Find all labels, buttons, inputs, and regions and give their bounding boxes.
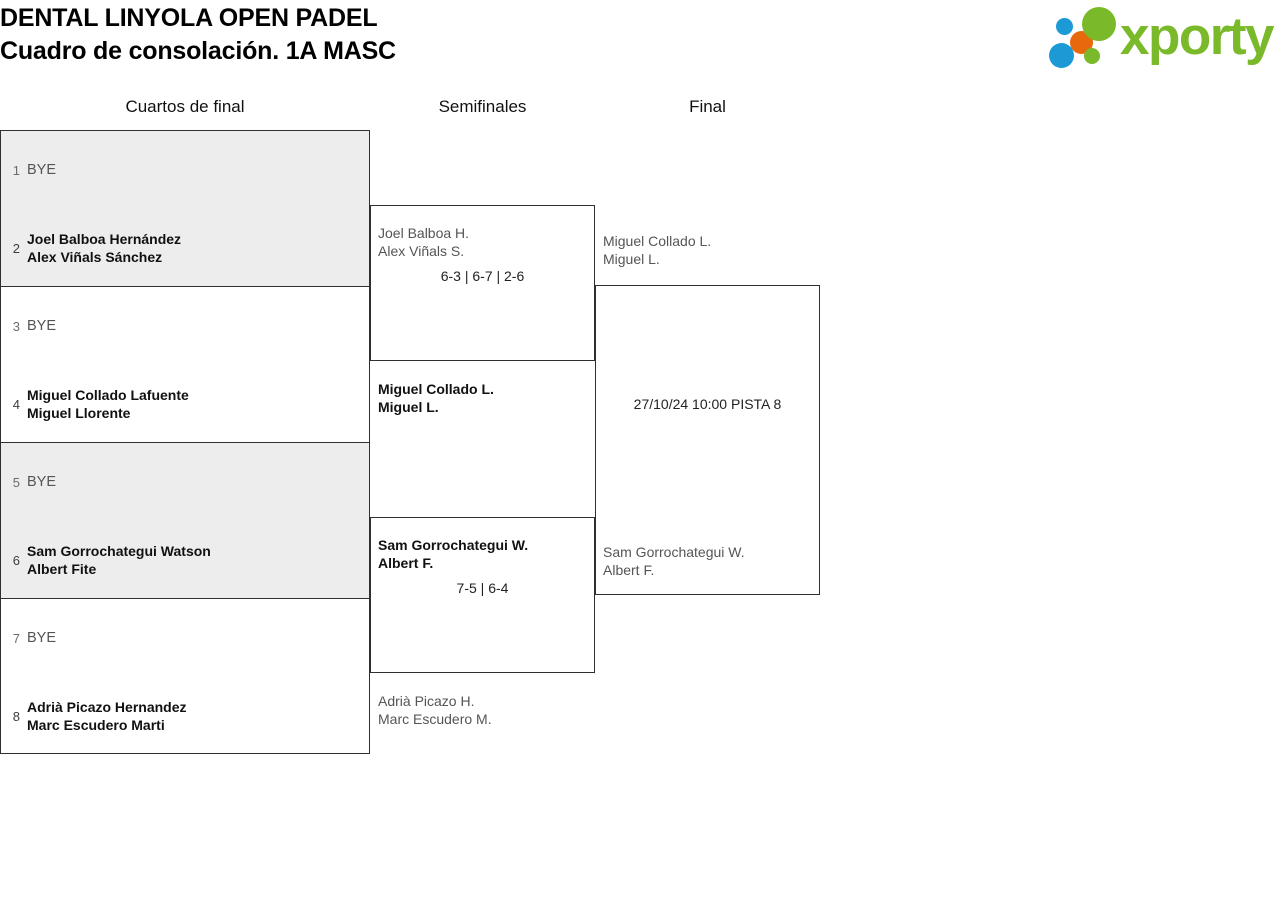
logo-dots-icon (1048, 6, 1126, 68)
semifinal-1-score: 6-3 | 6-7 | 2-6 (440, 268, 525, 284)
team-name-line-2: Miguel L. (603, 251, 660, 267)
team-name-line-1: Joel Balboa H. (378, 225, 470, 241)
final-match[interactable]: Miguel Collado L. Miguel L. 27/10/24 10:… (595, 233, 820, 595)
team-name-line-1: Miguel Collado L. (378, 381, 494, 397)
team-name-line-1: BYE (27, 162, 57, 178)
team-name-line-2: Albert F. (378, 555, 434, 571)
quarterfinal-match-1[interactable]: 1 BYE 2 Joel Balboa Hernández Alex Viñal… (0, 130, 370, 286)
team-name-block: BYE (27, 317, 56, 335)
logo-dot-blue-small-icon (1056, 18, 1073, 35)
final-team-top: Miguel Collado L. Miguel L. (603, 232, 711, 268)
quarterfinal-4-slot-top[interactable]: 7 BYE (1, 599, 371, 677)
team-name-block: Joel Balboa Hernández Alex Viñals Sánche… (27, 230, 181, 266)
seed-number: 7 (12, 630, 20, 646)
team-name-line-1: Sam Gorrochategui W. (603, 544, 745, 560)
team-name-block: BYE (27, 473, 56, 491)
semifinal-1-team-top: Joel Balboa H. Alex Viñals S. (378, 224, 469, 260)
team-name-line-2: Alex Viñals S. (378, 243, 465, 259)
team-name-line-1: BYE (27, 318, 57, 334)
xporty-logo[interactable]: xporty (1048, 4, 1276, 70)
semifinal-1-team-bottom: Miguel Collado L. Miguel L. (378, 380, 494, 416)
final-schedule: 27/10/24 10:00 PISTA 8 (633, 396, 782, 412)
team-name-line-1: Adrià Picazo H. (378, 693, 475, 709)
round-quarterfinals: 1 BYE 2 Joel Balboa Hernández Alex Viñal… (0, 130, 370, 754)
team-name-line-1: BYE (27, 630, 57, 646)
bracket: 1 BYE 2 Joel Balboa Hernández Alex Viñal… (0, 130, 1280, 770)
team-name-line-2: Marc Escudero M. (378, 711, 492, 727)
team-name-block: Sam Gorrochategui Watson Albert Fite (27, 542, 211, 578)
team-name-block: BYE (27, 629, 56, 647)
team-name-line-1: BYE (27, 474, 57, 490)
team-name-line-1: Joel Balboa Hernández (27, 231, 182, 247)
draw-title: Cuadro de consolación. 1A MASC (0, 37, 396, 65)
round-header-final: Final (689, 97, 726, 116)
quarterfinal-1-slot-top[interactable]: 1 BYE (1, 131, 371, 209)
tournament-title: DENTAL LINYOLA OPEN PADEL (0, 4, 378, 32)
round-header-semifinals: Semifinales (438, 97, 527, 116)
seed-number: 8 (12, 708, 20, 724)
team-name-line-1: Sam Gorrochategui Watson (27, 543, 211, 559)
team-name-line-2: Alex Viñals Sánchez (27, 249, 163, 265)
team-name-line-1: Adrià Picazo Hernandez (27, 699, 187, 715)
semifinal-2-team-top: Sam Gorrochategui W. Albert F. (378, 536, 528, 572)
final-team-bottom: Sam Gorrochategui W. Albert F. (603, 543, 745, 579)
quarterfinal-3-slot-bottom[interactable]: 6 Sam Gorrochategui Watson Albert Fite (1, 521, 371, 599)
semifinal-match-1[interactable]: Joel Balboa H. Alex Viñals S. 6-3 | 6-7 … (370, 205, 595, 415)
team-name-line-2: Albert Fite (27, 561, 97, 577)
team-name-line-2: Miguel Llorente (27, 405, 131, 421)
quarterfinal-2-slot-top[interactable]: 3 BYE (1, 287, 371, 365)
quarterfinal-match-2[interactable]: 3 BYE 4 Miguel Collado Lafuente Miguel L… (0, 286, 370, 442)
logo-dot-green-large-icon (1082, 7, 1116, 41)
page-title: DENTAL LINYOLA OPEN PADEL Cuadro de cons… (0, 2, 396, 68)
quarterfinal-match-4[interactable]: 7 BYE 8 Adrià Picazo Hernandez Marc Escu… (0, 598, 370, 754)
seed-number: 2 (12, 240, 20, 256)
team-name-line-1: Miguel Collado Lafuente (27, 387, 189, 403)
quarterfinal-4-slot-bottom[interactable]: 8 Adrià Picazo Hernandez Marc Escudero M… (1, 677, 371, 755)
team-name-block: Miguel Collado Lafuente Miguel Llorente (27, 386, 189, 422)
team-name-line-1: Sam Gorrochategui W. (378, 537, 529, 553)
quarterfinal-1-slot-bottom[interactable]: 2 Joel Balboa Hernández Alex Viñals Sánc… (1, 209, 371, 287)
team-name-line-1: Miguel Collado L. (603, 233, 712, 249)
quarterfinal-match-3[interactable]: 5 BYE 6 Sam Gorrochategui Watson Albert … (0, 442, 370, 598)
team-name-block: Adrià Picazo Hernandez Marc Escudero Mar… (27, 698, 187, 734)
quarterfinal-3-slot-top[interactable]: 5 BYE (1, 443, 371, 521)
logo-wordmark: xporty (1120, 7, 1274, 66)
team-name-line-2: Miguel L. (378, 399, 439, 415)
seed-number: 5 (12, 474, 20, 490)
logo-dot-blue-large-icon (1049, 43, 1074, 68)
page-header: DENTAL LINYOLA OPEN PADEL Cuadro de cons… (0, 0, 1280, 92)
quarterfinal-2-slot-bottom[interactable]: 4 Miguel Collado Lafuente Miguel Llorent… (1, 365, 371, 443)
seed-number: 1 (12, 162, 20, 178)
seed-number: 3 (12, 318, 20, 334)
team-name-block: BYE (27, 161, 56, 179)
semifinal-2-score: 7-5 | 6-4 (456, 580, 509, 596)
team-name-line-2: Marc Escudero Marti (27, 717, 165, 733)
seed-number: 4 (12, 396, 20, 412)
team-name-line-2: Albert F. (603, 562, 655, 578)
round-header-quarterfinals: Cuartos de final (125, 97, 245, 116)
semifinal-match-2[interactable]: Sam Gorrochategui W. Albert F. 7-5 | 6-4… (370, 517, 595, 727)
seed-number: 6 (12, 552, 20, 568)
semifinal-2-team-bottom: Adrià Picazo H. Marc Escudero M. (378, 692, 492, 728)
logo-dot-green-small-icon (1084, 48, 1100, 64)
